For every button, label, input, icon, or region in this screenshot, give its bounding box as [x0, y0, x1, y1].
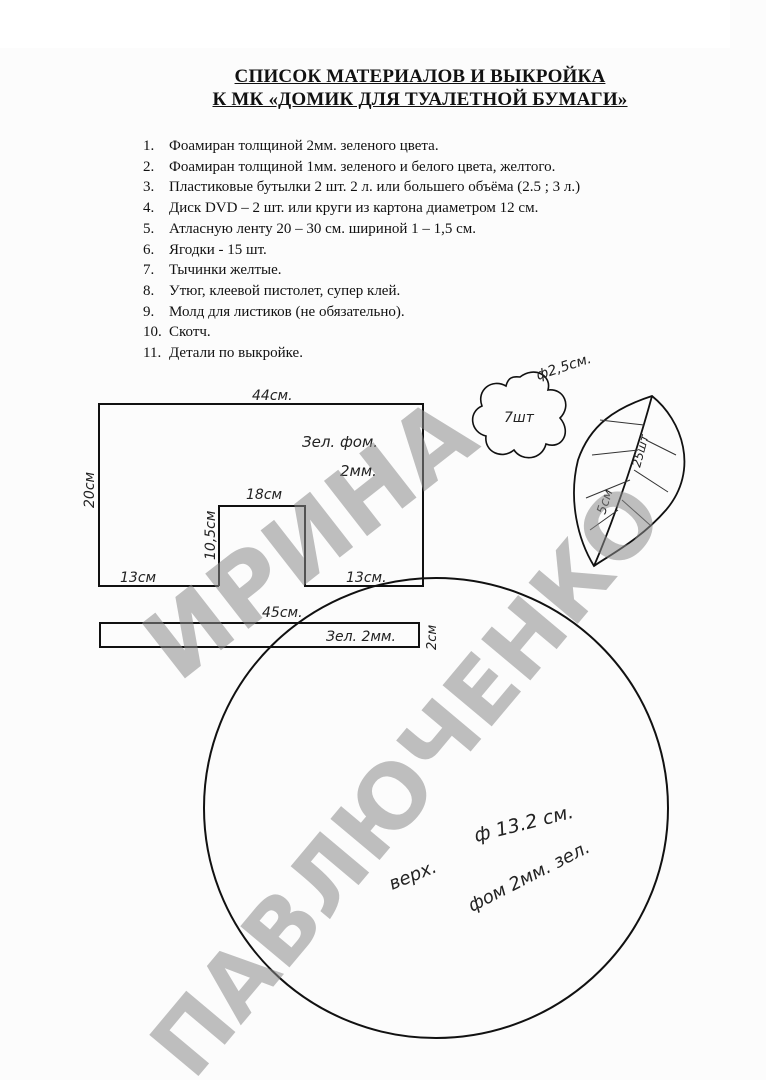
- material-item: 8. Утюг, клеевой пистолет, супер клей.: [143, 281, 580, 302]
- strip-height-label: 2см: [425, 625, 440, 650]
- roof-circle-outline: [203, 577, 669, 1039]
- wall-pattern-outline: [98, 403, 424, 587]
- page-title-line-1: СПИСОК МАТЕРИАЛОВ И ВЫКРОЙКА: [234, 66, 606, 87]
- material-item-number: 11.: [143, 345, 162, 362]
- wall-height-label: 20см: [82, 471, 98, 508]
- leaf-veins: [585, 419, 677, 531]
- material-item: 7. Тычинки желтые.: [143, 260, 580, 281]
- material-item-number: 8.: [143, 282, 155, 299]
- strip-length-label: 45см.: [262, 605, 303, 621]
- material-item-text: Диск DVD – 2 шт. или круги из картона ди…: [169, 200, 539, 217]
- wall-material-label-2: 2мм.: [340, 462, 377, 480]
- material-item: 5. Атласную ленту 20 – 30 см. шириной 1 –…: [143, 219, 580, 240]
- flower-diameter-label: ф2,5см.: [534, 351, 593, 384]
- materials-list: 1. Фоамиран толщиной 2мм. зеленого цвета.…: [143, 136, 580, 364]
- material-item: 6. Ягодки - 15 шт.: [143, 240, 580, 261]
- material-item-text: Фоамиран толщиной 2мм. зеленого цвета.: [169, 138, 439, 154]
- leaf-midrib: [593, 395, 653, 567]
- material-item-text: Атласную ленту 20 – 30 см. шириной 1 – 1…: [169, 220, 477, 237]
- material-item-text: Фоамиран толщиной 1мм. зеленого и белого…: [169, 158, 556, 175]
- page-title-line-2: К МК «ДОМИК ДЛЯ ТУАЛЕТНОЙ БУМАГИ»: [212, 89, 628, 110]
- material-item-text: Скотч.: [169, 324, 211, 341]
- leaf-count-label: 25шт: [629, 432, 651, 469]
- material-item: 2. Фоамиран толщиной 1мм. зеленого и бело…: [143, 157, 580, 178]
- circle-diameter-label: ф 13.2 см.: [472, 801, 576, 847]
- material-item-number: 5.: [143, 220, 155, 237]
- material-item: 1. Фоамиран толщиной 2мм. зеленого цвета.: [143, 136, 580, 157]
- cutout-width-label: 18см: [246, 487, 283, 503]
- wall-width-label: 44см.: [252, 388, 293, 404]
- flower-count-label: 7шт: [504, 410, 535, 426]
- strip-material-label: Зел. 2мм.: [326, 629, 396, 645]
- flower-pattern-outline: [471, 371, 567, 459]
- material-item-number: 10.: [143, 324, 162, 341]
- material-item-text: Детали по выкройке.: [169, 345, 303, 362]
- material-item-number: 9.: [143, 303, 155, 320]
- material-item: 9. Молд для листиков (не обязательно).: [143, 302, 580, 323]
- material-item-text: Тычинки желтые.: [169, 262, 282, 279]
- material-item-number: 6.: [143, 241, 155, 258]
- cutout-height-label: 10,5см: [203, 510, 219, 560]
- material-item: 10. Скотч.: [143, 322, 580, 343]
- material-item-text: Ягодки - 15 шт.: [169, 241, 267, 258]
- top-margin: [0, 0, 730, 48]
- material-item: 11. Детали по выкройке.: [143, 343, 580, 364]
- strip-pattern-outline: [99, 622, 420, 648]
- material-item-text: Утюг, клеевой пистолет, супер клей.: [169, 282, 401, 299]
- material-item-text: Молд для листиков (не обязательно).: [169, 303, 405, 320]
- circle-material-label: фом 2мм. зел.: [465, 837, 594, 916]
- material-item-number: 1.: [143, 138, 155, 154]
- right-base-label: 13см.: [346, 570, 387, 586]
- wall-material-label-1: Зел. фом.: [302, 433, 378, 451]
- leaf-length-label: 5см: [595, 487, 617, 516]
- material-item: 3. Пластиковые бутылки 2 шт. 2 л. или бол…: [143, 177, 580, 198]
- material-item-number: 3.: [143, 179, 155, 196]
- material-item-number: 2.: [143, 158, 155, 175]
- material-item: 4. Диск DVD – 2 шт. или круги из картона …: [143, 198, 580, 219]
- left-base-label: 13см: [120, 570, 157, 586]
- watermark-line-1: ИРИНА: [123, 376, 496, 702]
- material-item-text: Пластиковые бутылки 2 шт. 2 л. или больш…: [169, 179, 581, 196]
- material-item-number: 7.: [143, 262, 155, 279]
- material-item-number: 4.: [143, 200, 155, 217]
